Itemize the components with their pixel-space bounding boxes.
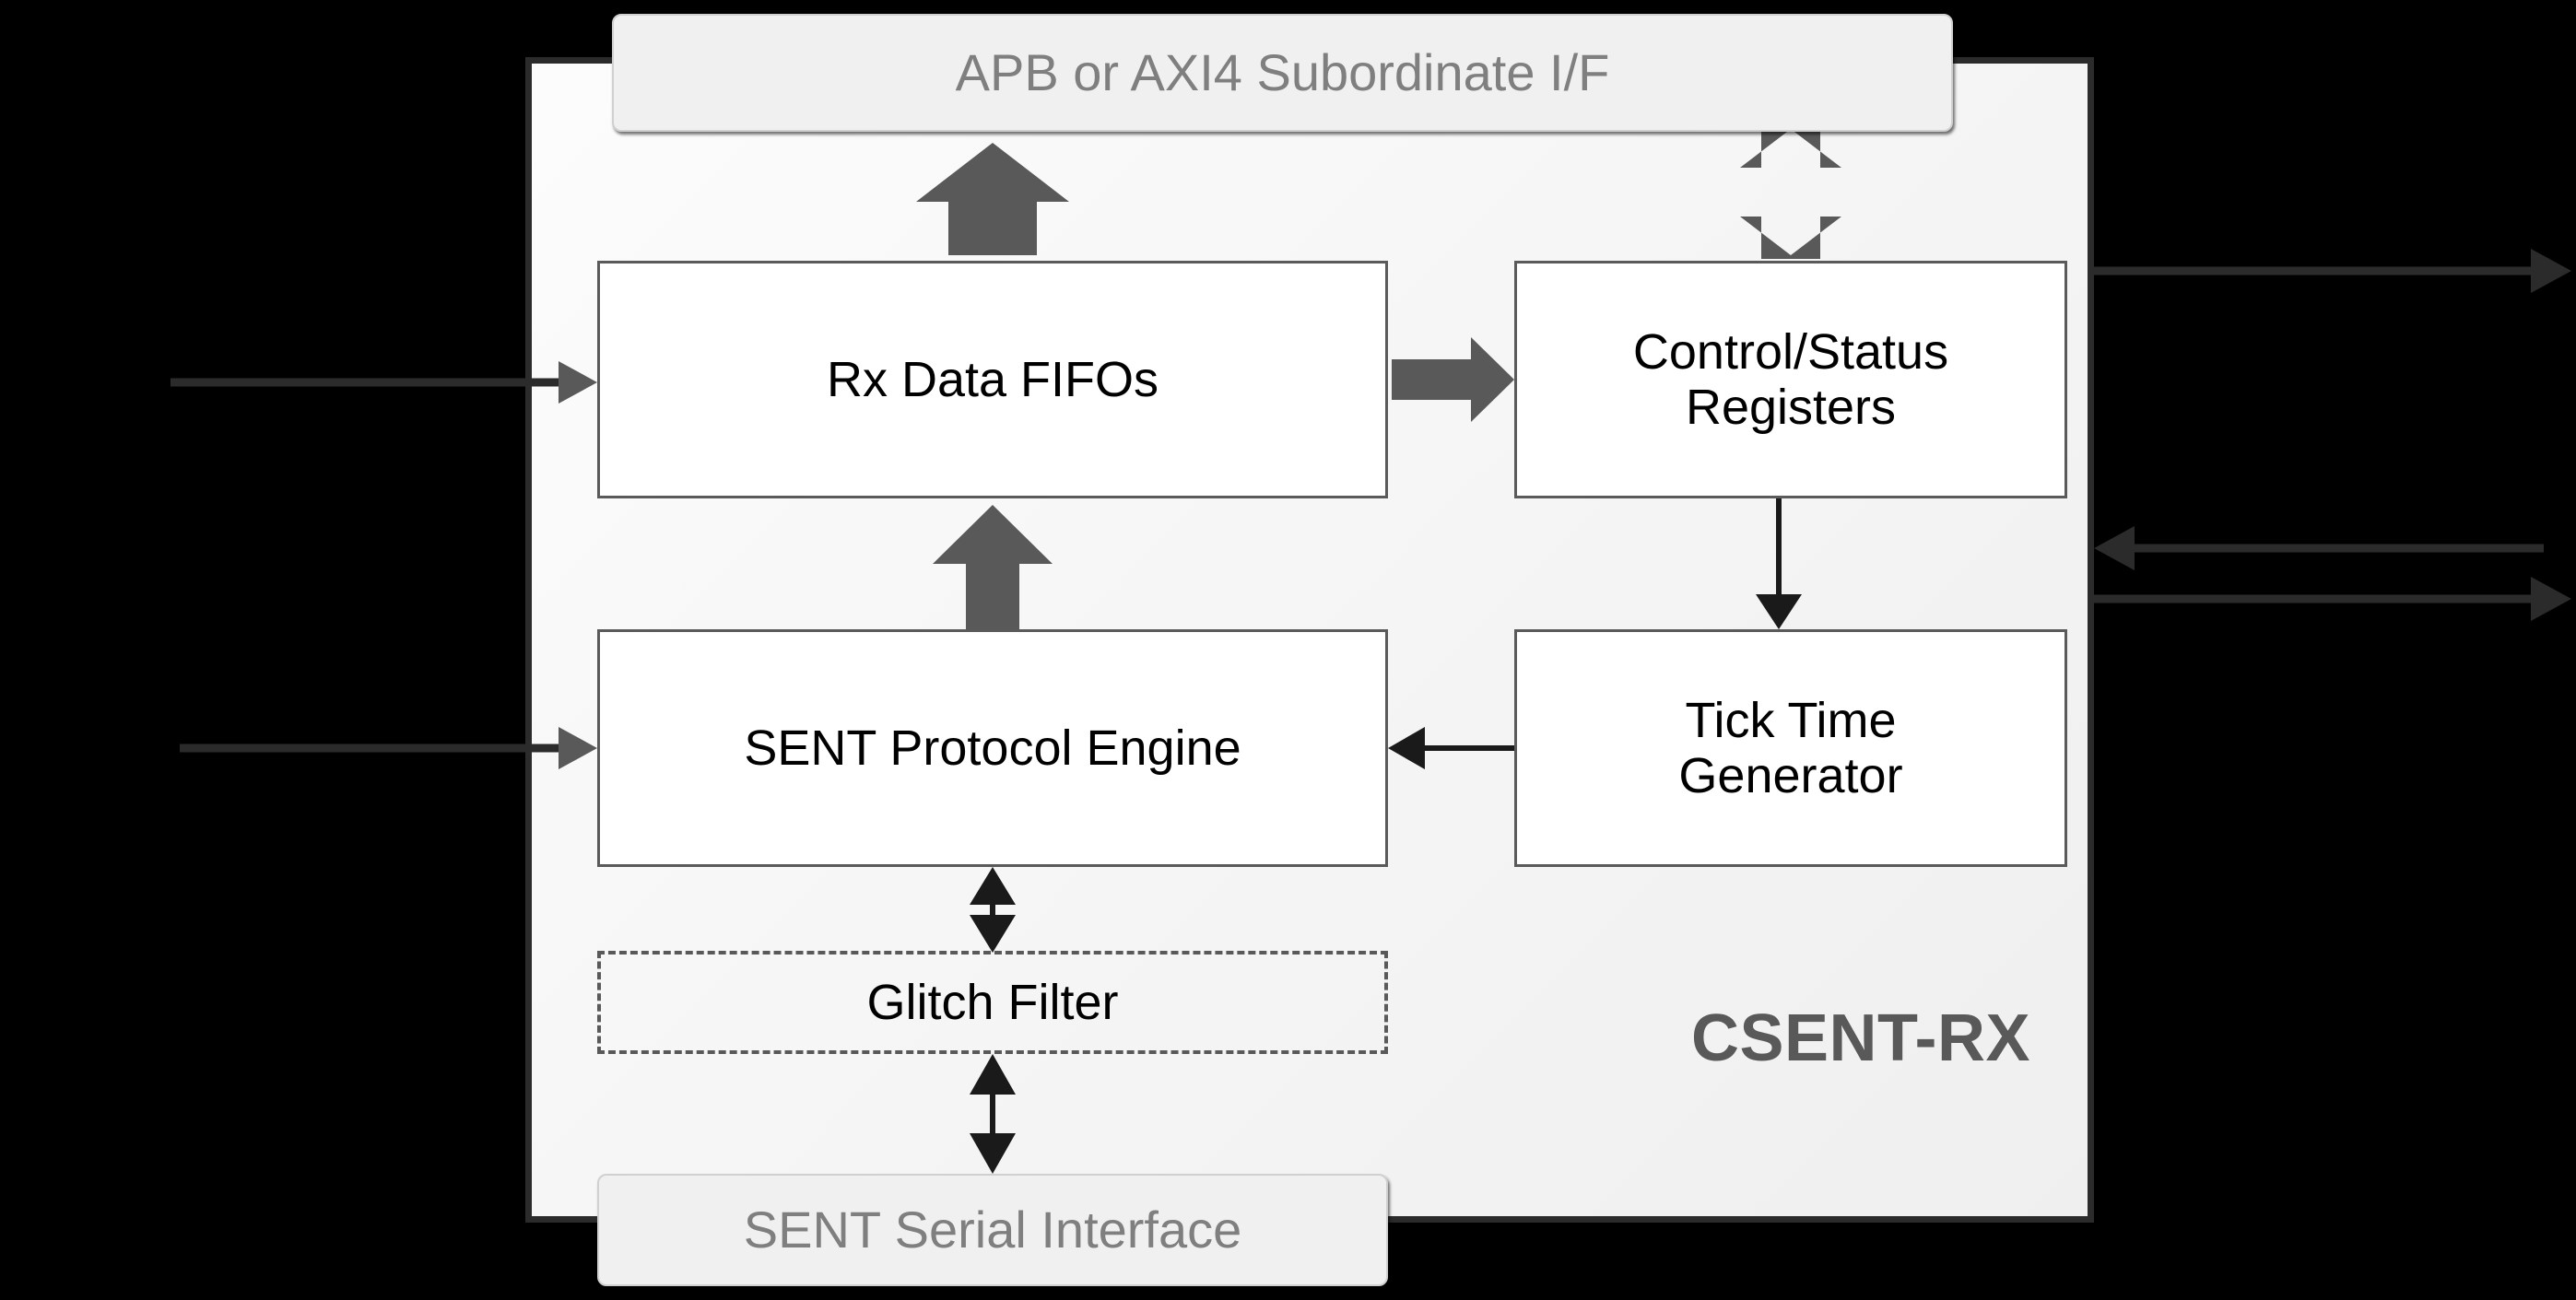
block-label-line1: Control/Status <box>1632 323 1949 380</box>
block-control-status-registers[interactable]: Control/Status Registers <box>1514 261 2067 498</box>
block-sent-protocol-engine[interactable]: SENT Protocol Engine <box>597 629 1388 867</box>
block-tick-time-generator[interactable]: Tick Time Generator <box>1514 629 2067 867</box>
block-label-apb-axi4-subordinate-interface: APB or AXI4 Subordinate I/F <box>955 42 1610 101</box>
block-apb-axi4-subordinate-interface[interactable]: APB or AXI4 Subordinate I/F <box>612 14 1953 132</box>
block-label-glitch-filter: Glitch Filter <box>866 974 1119 1030</box>
connector-ext-out-low-right <box>2094 577 2571 621</box>
block-label-line1: Tick Time <box>1685 692 1897 748</box>
block-sent-serial-interface[interactable]: SENT Serial Interface <box>597 1174 1388 1286</box>
chip-label: CSENT-RX <box>1690 1001 2030 1075</box>
block-label-sent-serial-interface: SENT Serial Interface <box>743 1200 1242 1259</box>
block-label-line2: Generator <box>1678 748 1903 803</box>
block-label-rx-data-fifos: Rx Data FIFOs <box>826 351 1159 407</box>
block-label-sent-protocol-engine: SENT Protocol Engine <box>744 720 1241 776</box>
block-rx-data-fifos[interactable]: Rx Data FIFOs <box>597 261 1388 498</box>
block-label-control-status-registers: Control/Status Registers <box>1633 324 1948 436</box>
connector-ext-out-top-right <box>2094 249 2571 293</box>
block-label-tick-time-generator: Tick Time Generator <box>1678 693 1902 804</box>
block-glitch-filter[interactable]: Glitch Filter <box>597 951 1388 1054</box>
connector-ext-in-mid-right <box>2094 526 2544 570</box>
block-label-line2: Registers <box>1685 380 1897 435</box>
